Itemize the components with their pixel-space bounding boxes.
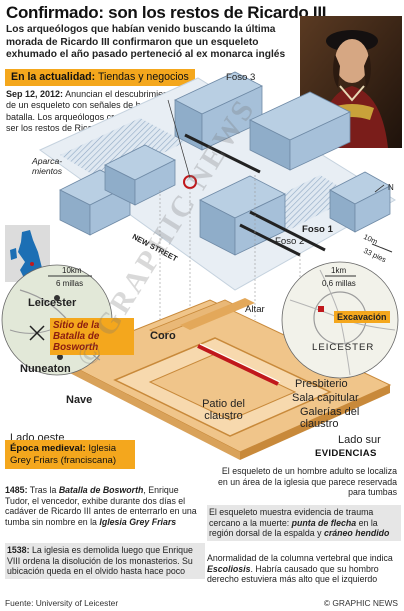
label-lado-sur: Lado sur [338,434,381,446]
parking-legend-label: Aparca- mientos [32,156,63,176]
trench-medieval [197,344,279,386]
excavation-label: Excavación [334,311,390,323]
label-coro: Coro [150,330,176,342]
label-foso2: Foso 2 [275,236,305,247]
label-sala-capitular: Sala capitular [292,392,359,404]
map-right-scale-mi: 0,6 millas [322,279,356,288]
evidence-title: EVIDENCIAS [315,448,377,459]
medieval-era-badge: Época medieval: Iglesia Grey Friars (fra… [5,440,135,469]
present-day-badge: En la actualidad: Tiendas y negocios [5,69,195,86]
page-title: Confirmado: son los restos de Ricardo II… [6,3,327,22]
buildings [59,71,391,256]
label-foso3: Foso 3 [226,72,256,83]
parking-area [60,118,185,182]
map-right-scale-km: 1km [331,266,347,275]
label-altar: Altar [245,304,265,315]
intro-text: Los arqueólogos que habían venido buscan… [6,24,286,61]
evidence-1: El esqueleto de un hombre adulto se loca… [218,466,397,498]
battle-site-label: Sitio de la Batalla de Bosworth [50,318,134,355]
medieval-church [58,298,392,460]
history-1538: 1538: La iglesia es demolida luego que E… [5,543,205,579]
label-galerias: Galerías del claustro [300,406,360,430]
nave-block [180,298,255,330]
map-right-leicester: LEICESTER [312,342,375,353]
cloister-inner [148,353,297,421]
history-1485: 1485: Tras la Batalla de Bosworth, Enriq… [5,485,197,527]
site-scale [371,243,393,253]
trench-foso2 [239,223,301,257]
label-nave: Nave [66,394,93,406]
evidence-3: Anormalidad de la columna vertebral que … [207,553,393,585]
trench-foso3 [184,133,261,174]
crossed-swords-icon [29,325,45,341]
footer-credit: © GRAPHIC NEWS [323,598,398,608]
trench-foso1 [249,210,326,252]
map-left-leicester: Leicester [28,297,77,309]
north-arrow [374,184,385,193]
label-presbiterio: Presbiterio [295,378,348,390]
footer-source: Fuente: University of Leicester [5,598,119,608]
label-foso1: Foso 1 [302,224,333,235]
map-left-scale-mi: 6 millas [56,279,84,288]
label-patio: Patio del claustro [202,398,245,422]
evidence-2: El esqueleto muestra evidencia de trauma… [207,505,401,541]
discovery-callout: Sep 12, 2012: Anuncian el descubrimiento… [6,89,180,134]
north-label: N [388,183,394,192]
map-left-nuneaton: Nuneaton [20,363,71,375]
map-left-scale-km: 10km [62,266,82,275]
